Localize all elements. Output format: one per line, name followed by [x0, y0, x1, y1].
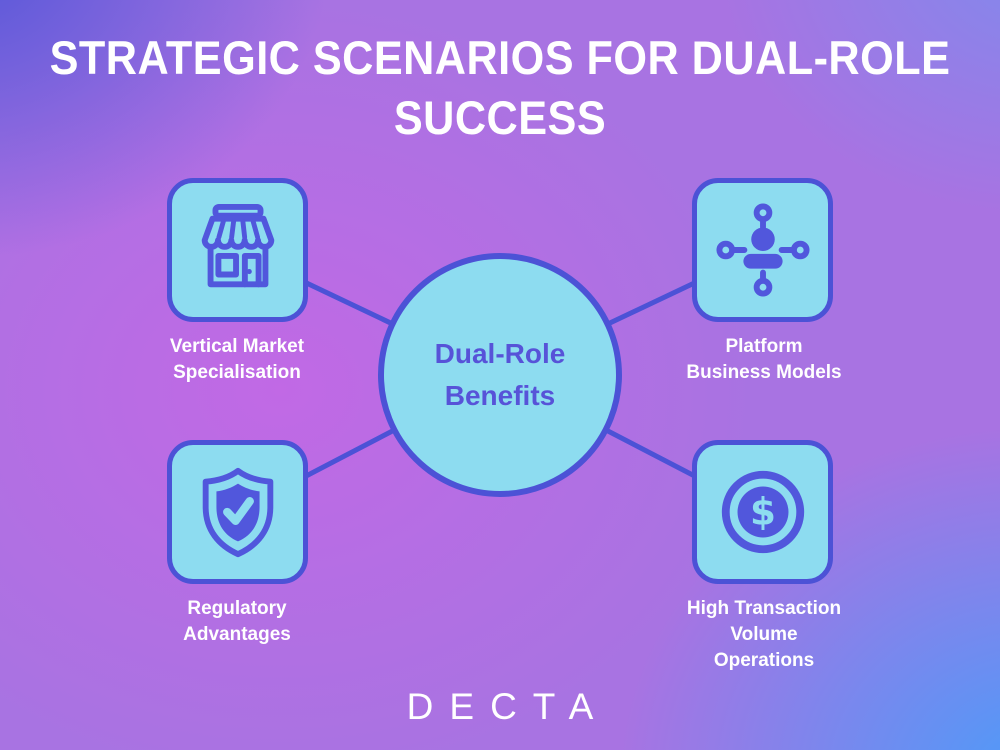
label-line: Vertical Market: [169, 336, 305, 357]
label-line: Regulatory: [187, 598, 287, 619]
label-regulatory: Regulatory Advantages: [117, 596, 357, 648]
label-line: High Transaction: [686, 598, 842, 619]
label-line: Platform: [725, 336, 803, 357]
label-high-volume: High Transaction Volume Operations: [644, 596, 884, 675]
center-node-label: Dual-Role Benefits: [435, 333, 566, 417]
user-network-icon: [715, 203, 810, 297]
page-title-line2: SUCCESS: [393, 90, 607, 144]
center-line: Benefits: [444, 380, 556, 411]
label-line: Advantages: [183, 624, 291, 646]
dollar-coin-icon: $: [721, 470, 804, 554]
storefront-icon: [201, 203, 274, 288]
center-node: Dual-Role Benefits: [378, 253, 622, 497]
label-platform-business: Platform Business Models: [644, 334, 884, 386]
label-line: Specialisation: [173, 362, 301, 384]
label-line: Volume: [730, 624, 798, 646]
label-line: Operations: [713, 650, 815, 672]
card-platform-business: [692, 178, 833, 322]
label-line: Business Models: [686, 362, 842, 384]
page-title: STRATEGIC SCENARIOS FOR DUAL-ROLE SUCCES…: [40, 28, 960, 147]
shield-check-icon: [202, 467, 273, 558]
label-vertical-market: Vertical Market Specialisation: [117, 334, 357, 386]
page-title-line1: STRATEGIC SCENARIOS FOR DUAL-ROLE: [49, 31, 951, 84]
card-high-volume: $: [692, 440, 833, 584]
card-vertical-market: [167, 178, 308, 322]
card-regulatory: [167, 440, 308, 584]
svg-text:$: $: [750, 490, 776, 534]
brand-logo: DECTA: [406, 686, 610, 727]
center-line: Dual-Role: [434, 338, 566, 369]
